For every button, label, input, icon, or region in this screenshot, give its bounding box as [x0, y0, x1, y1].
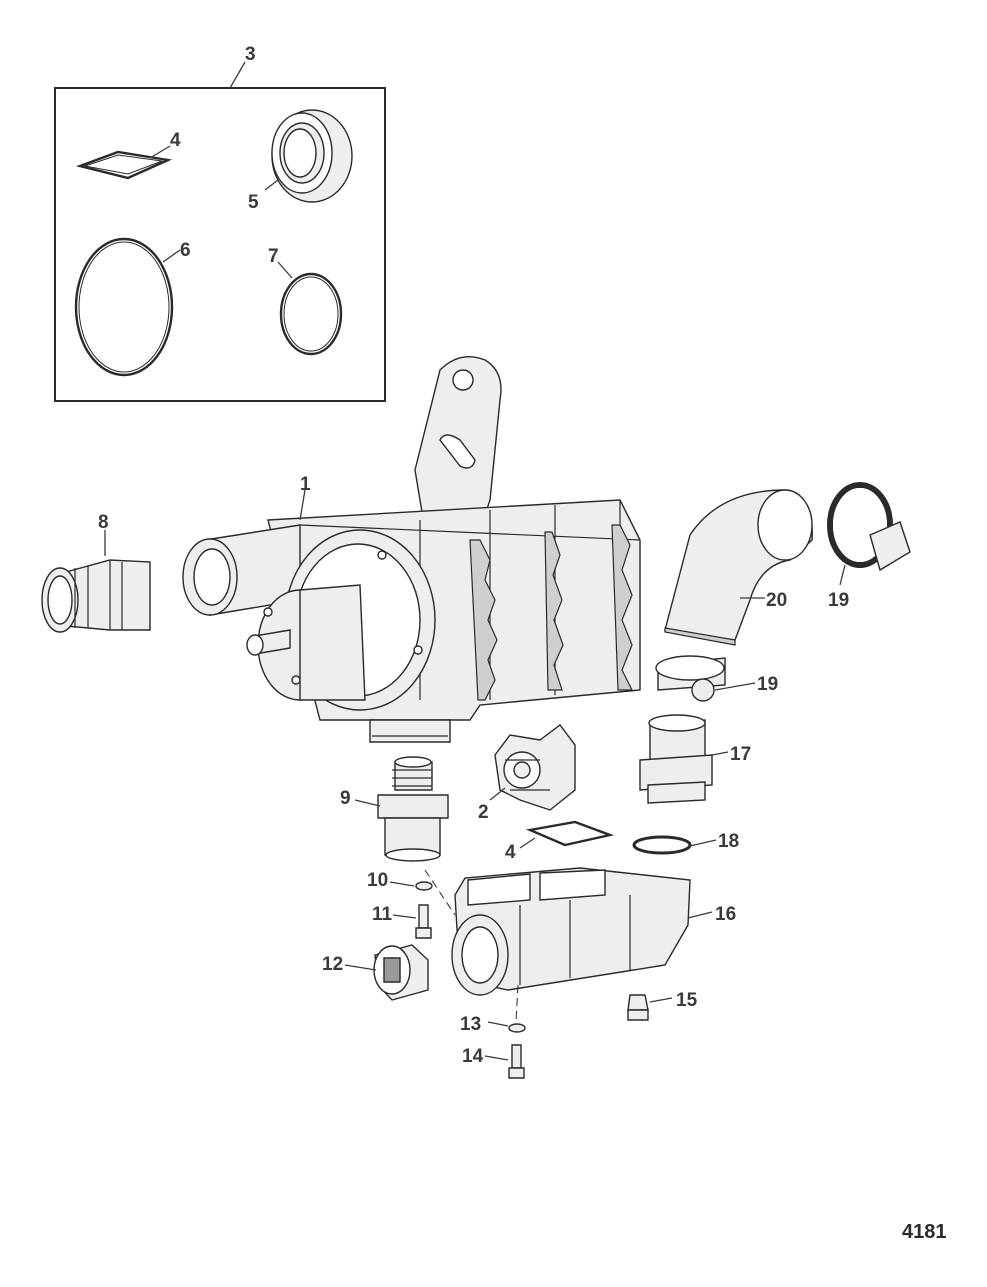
- callout-13: 13: [460, 1014, 481, 1035]
- callout-9: 9: [340, 788, 351, 809]
- kit-seal: 5: [248, 109, 353, 213]
- inlet-fitting: 8: [41, 512, 151, 633]
- hose-clamp-upper: 19: [827, 482, 911, 611]
- callout-12: 12: [322, 954, 343, 975]
- callout-1: 1: [300, 474, 311, 495]
- callout-19-lower: 19: [757, 674, 778, 695]
- callout-18: 18: [718, 831, 739, 852]
- callout-5: 5: [248, 192, 259, 213]
- callout-7: 7: [268, 246, 279, 267]
- seal-kit-box: 3: [54, 44, 386, 402]
- callout-16: 16: [715, 904, 736, 925]
- callout-8: 8: [98, 512, 109, 533]
- callout-6: 6: [180, 240, 191, 261]
- callout-10: 10: [367, 870, 388, 891]
- callout-3: 3: [245, 44, 256, 65]
- callout-4-main: 4: [505, 842, 516, 863]
- washer-upper: 10: [367, 870, 433, 891]
- cover-gasket: 4: [505, 820, 615, 863]
- screw-upper: 11: [372, 904, 432, 939]
- callout-17: 17: [730, 744, 751, 765]
- hose-elbow: 20: [664, 489, 813, 646]
- callout-14: 14: [462, 1046, 484, 1067]
- hose-clamp-lower: 19: [655, 655, 778, 702]
- washer-lower: 13: [460, 1014, 526, 1035]
- kit-gasket: 4: [75, 130, 181, 180]
- pump-cover-housing: 16: [451, 867, 736, 996]
- small-fitting: 15: [627, 990, 698, 1021]
- drain-plug: 12: [322, 944, 429, 1001]
- callout-4-kit: 4: [170, 130, 181, 151]
- seawater-pump-body: 1: [182, 356, 641, 743]
- fitting-o-ring: 18: [632, 831, 739, 855]
- callout-15: 15: [676, 990, 698, 1011]
- outlet-fitting: 9: [340, 756, 449, 862]
- kit-large-o-ring: 6: [74, 237, 191, 377]
- callout-19-upper: 19: [828, 590, 849, 611]
- screw-lower: 14: [462, 1044, 525, 1079]
- callout-11: 11: [372, 904, 393, 925]
- figure-id: 4181: [902, 1221, 947, 1243]
- hose-barb-fitting: 17: [639, 714, 751, 804]
- callout-2: 2: [478, 802, 489, 823]
- alignment-lines: [424, 869, 519, 1023]
- callout-20: 20: [766, 590, 787, 611]
- impeller: 2: [478, 724, 576, 823]
- kit-small-o-ring: 7: [268, 246, 343, 356]
